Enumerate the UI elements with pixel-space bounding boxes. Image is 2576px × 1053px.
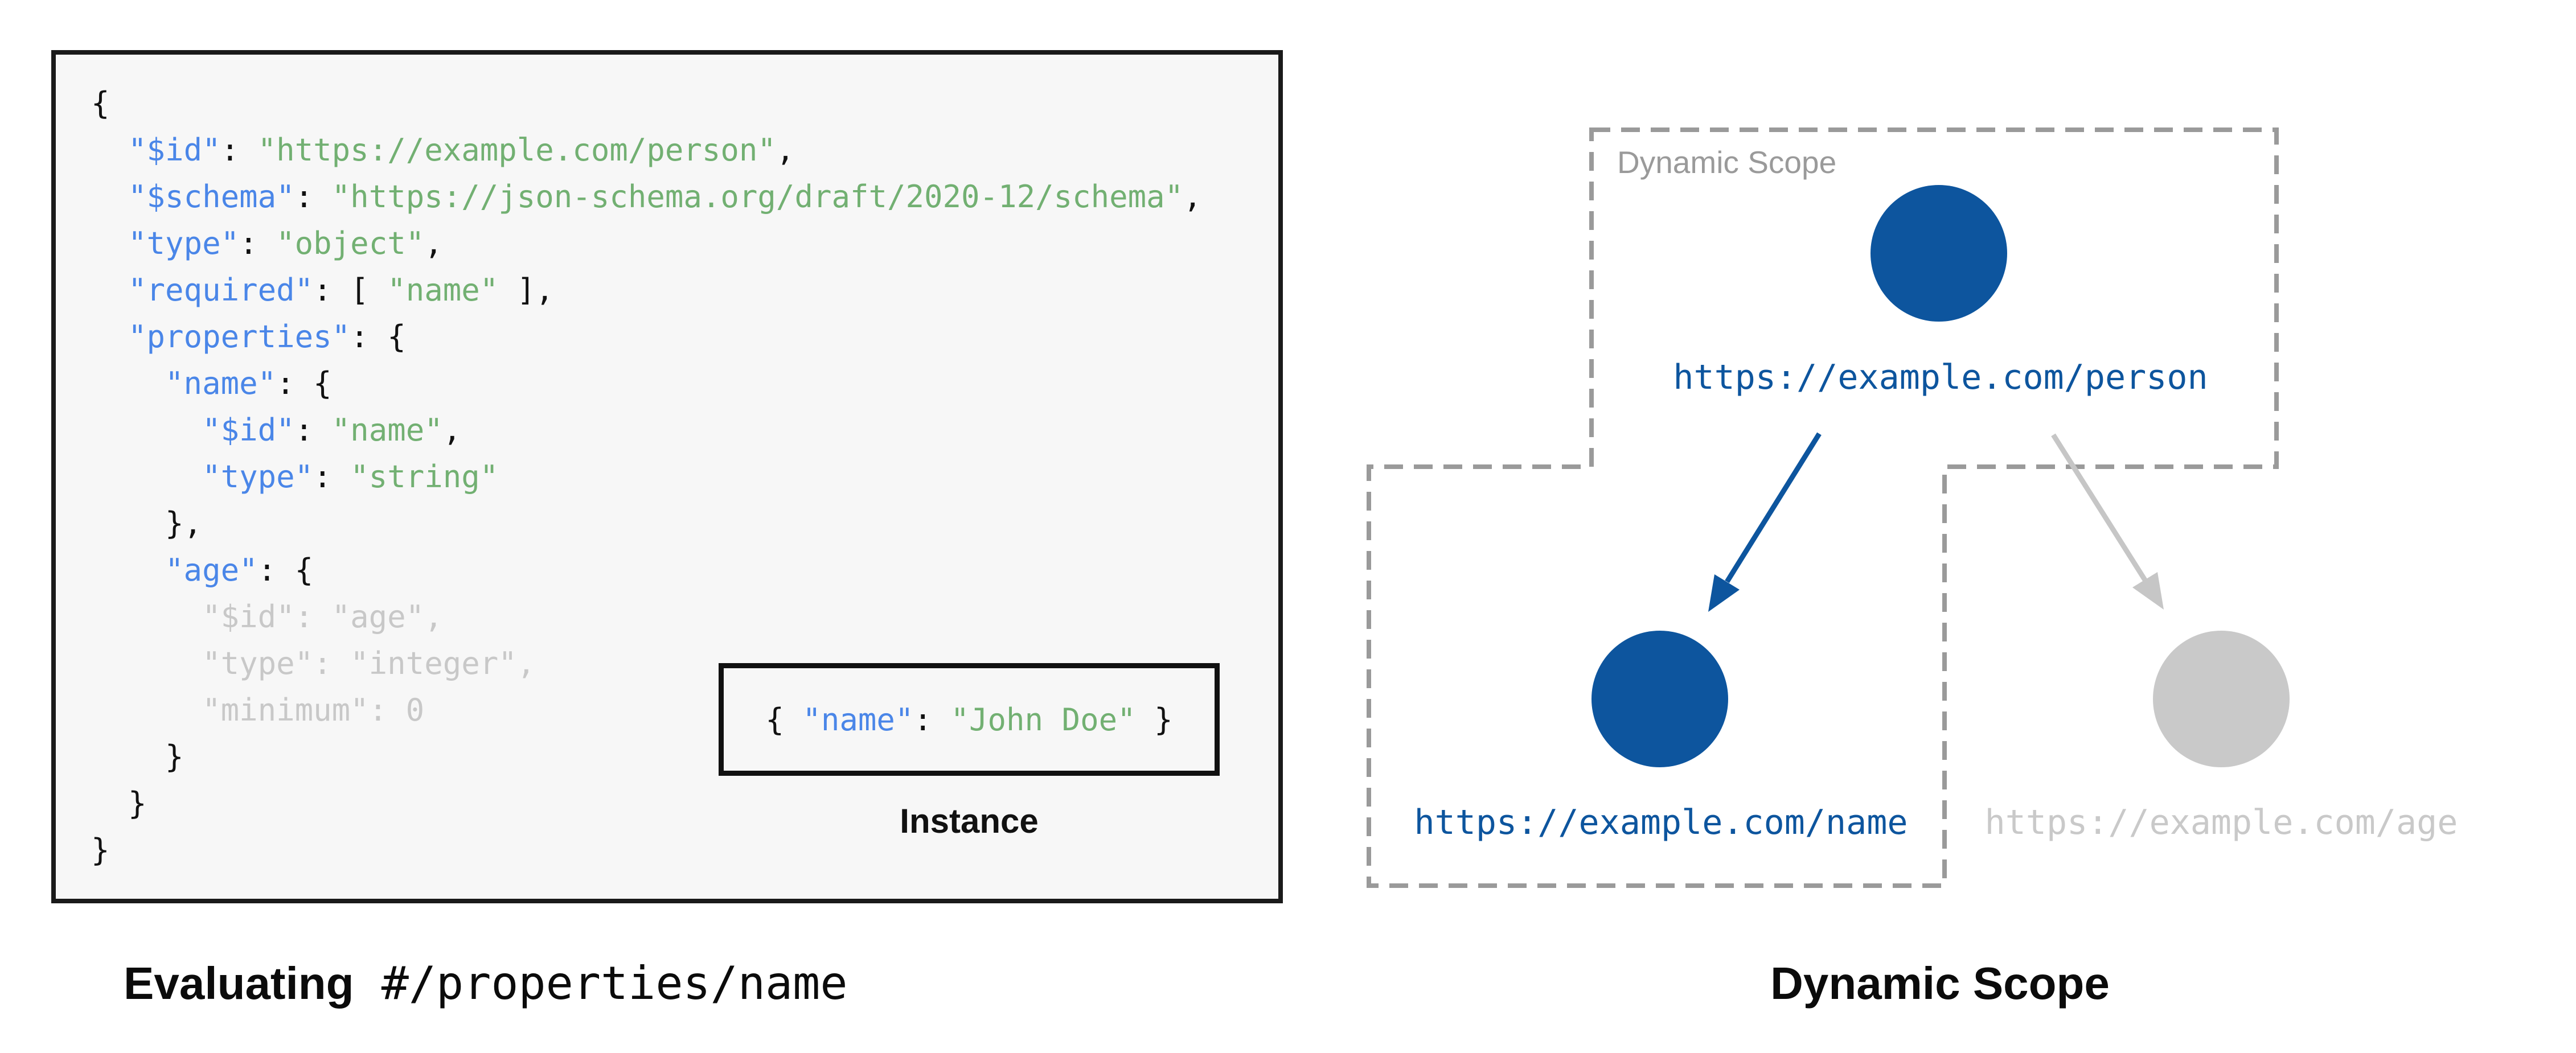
code-segment: "https://example.com/person" — [257, 132, 776, 168]
code-line: }, — [91, 500, 1202, 547]
code-segment: : — [220, 132, 258, 168]
code-line: "$id": "age", — [91, 594, 1202, 640]
dynamic-scope-box-label: Dynamic Scope — [1617, 145, 1837, 180]
code-line: "age": { — [91, 547, 1202, 594]
code-segment: ], — [498, 272, 554, 308]
code-line: } — [91, 734, 1202, 780]
dynamic-scope-outline — [1367, 127, 2279, 888]
code-segment: "name" — [802, 701, 914, 738]
code-line: } — [91, 827, 1202, 874]
code-line: "required": [ "name" ], — [91, 267, 1202, 314]
code-segment: "$id": "age", — [91, 599, 443, 635]
age-node-label: https://example.com/age — [1984, 803, 2458, 842]
code-line: "minimum": 0 — [91, 687, 1202, 734]
instance-code: { "name": "John Doe" } — [765, 702, 1172, 738]
code-segment: { — [765, 701, 803, 738]
code-segment: "John Doe" — [950, 701, 1136, 738]
arrow-person-to-name — [1725, 432, 1822, 583]
code-segment: "string" — [350, 459, 499, 495]
code-segment: } — [1135, 701, 1173, 738]
code-segment: "https://json-schema.org/draft/2020-12/s… — [331, 179, 1184, 215]
arrowhead-person-to-name — [1708, 574, 1740, 612]
code-segment: { — [91, 85, 110, 121]
code-segment: }, — [91, 505, 203, 541]
code-segment: "properties" — [128, 319, 351, 355]
code-segment: "$schema" — [128, 179, 295, 215]
code-line: "$id": "https://example.com/person", — [91, 127, 1202, 174]
code-segment: "name" — [387, 272, 499, 308]
code-segment: : { — [276, 365, 332, 401]
code-line: { — [91, 80, 1202, 127]
code-segment: , — [776, 132, 795, 168]
arrow-person-to-age — [2051, 433, 2147, 582]
left-caption-word: Evaluating — [124, 958, 354, 1009]
code-segment: , — [424, 225, 443, 261]
code-segment: "minimum": 0 — [91, 692, 425, 728]
arrowhead-person-to-age — [2132, 572, 2164, 610]
code-segment: "$id" — [202, 412, 295, 448]
code-segment: } — [91, 739, 184, 775]
left-caption: Evaluating #/properties/name — [124, 956, 847, 1011]
code-segment: : — [313, 459, 351, 495]
code-line: "type": "integer", — [91, 640, 1202, 687]
code-segment: "name" — [331, 412, 443, 448]
code-segment: : { — [257, 552, 314, 588]
name-node — [1591, 631, 1728, 767]
code-segment: "type" — [128, 225, 240, 261]
instance-box: { "name": "John Doe" } — [719, 663, 1220, 776]
code-line: "type": "object", — [91, 220, 1202, 267]
schema-code: { "$id": "https://example.com/person", "… — [91, 80, 1202, 874]
code-segment: , — [442, 412, 462, 448]
code-line: "$schema": "https://json-schema.org/draf… — [91, 174, 1202, 220]
code-line: } — [91, 780, 1202, 827]
code-line: "type": "string" — [91, 454, 1202, 500]
code-segment: "$id" — [128, 132, 221, 168]
person-node — [1871, 185, 2007, 322]
code-segment: : — [294, 412, 332, 448]
instance-label: Instance — [900, 802, 1039, 840]
code-segment: } — [91, 785, 147, 821]
code-segment: "type": "integer", — [91, 645, 536, 681]
code-segment: "object" — [276, 225, 425, 261]
code-segment: : [ — [313, 272, 388, 308]
code-line: "$id": "name", — [91, 407, 1202, 454]
schema-code-block: { "$id": "https://example.com/person", "… — [51, 50, 1283, 903]
code-segment: } — [91, 832, 110, 868]
code-segment: "age" — [165, 552, 258, 588]
left-caption-pointer: #/properties/name — [354, 957, 848, 1010]
age-node — [2153, 631, 2290, 767]
name-node-label: https://example.com/name — [1414, 803, 1908, 842]
code-segment: , — [1183, 179, 1202, 215]
code-segment: "name" — [165, 365, 277, 401]
code-segment: "required" — [128, 272, 314, 308]
code-line: "name": { — [91, 360, 1202, 407]
code-segment: : { — [350, 319, 406, 355]
code-segment: : — [913, 701, 951, 738]
code-segment: "type" — [202, 459, 314, 495]
code-segment: : — [239, 225, 277, 261]
person-node-label: https://example.com/person — [1673, 357, 2208, 397]
code-segment: : — [294, 179, 332, 215]
right-caption: Dynamic Scope — [1770, 958, 2110, 1009]
code-line: "properties": { — [91, 314, 1202, 360]
